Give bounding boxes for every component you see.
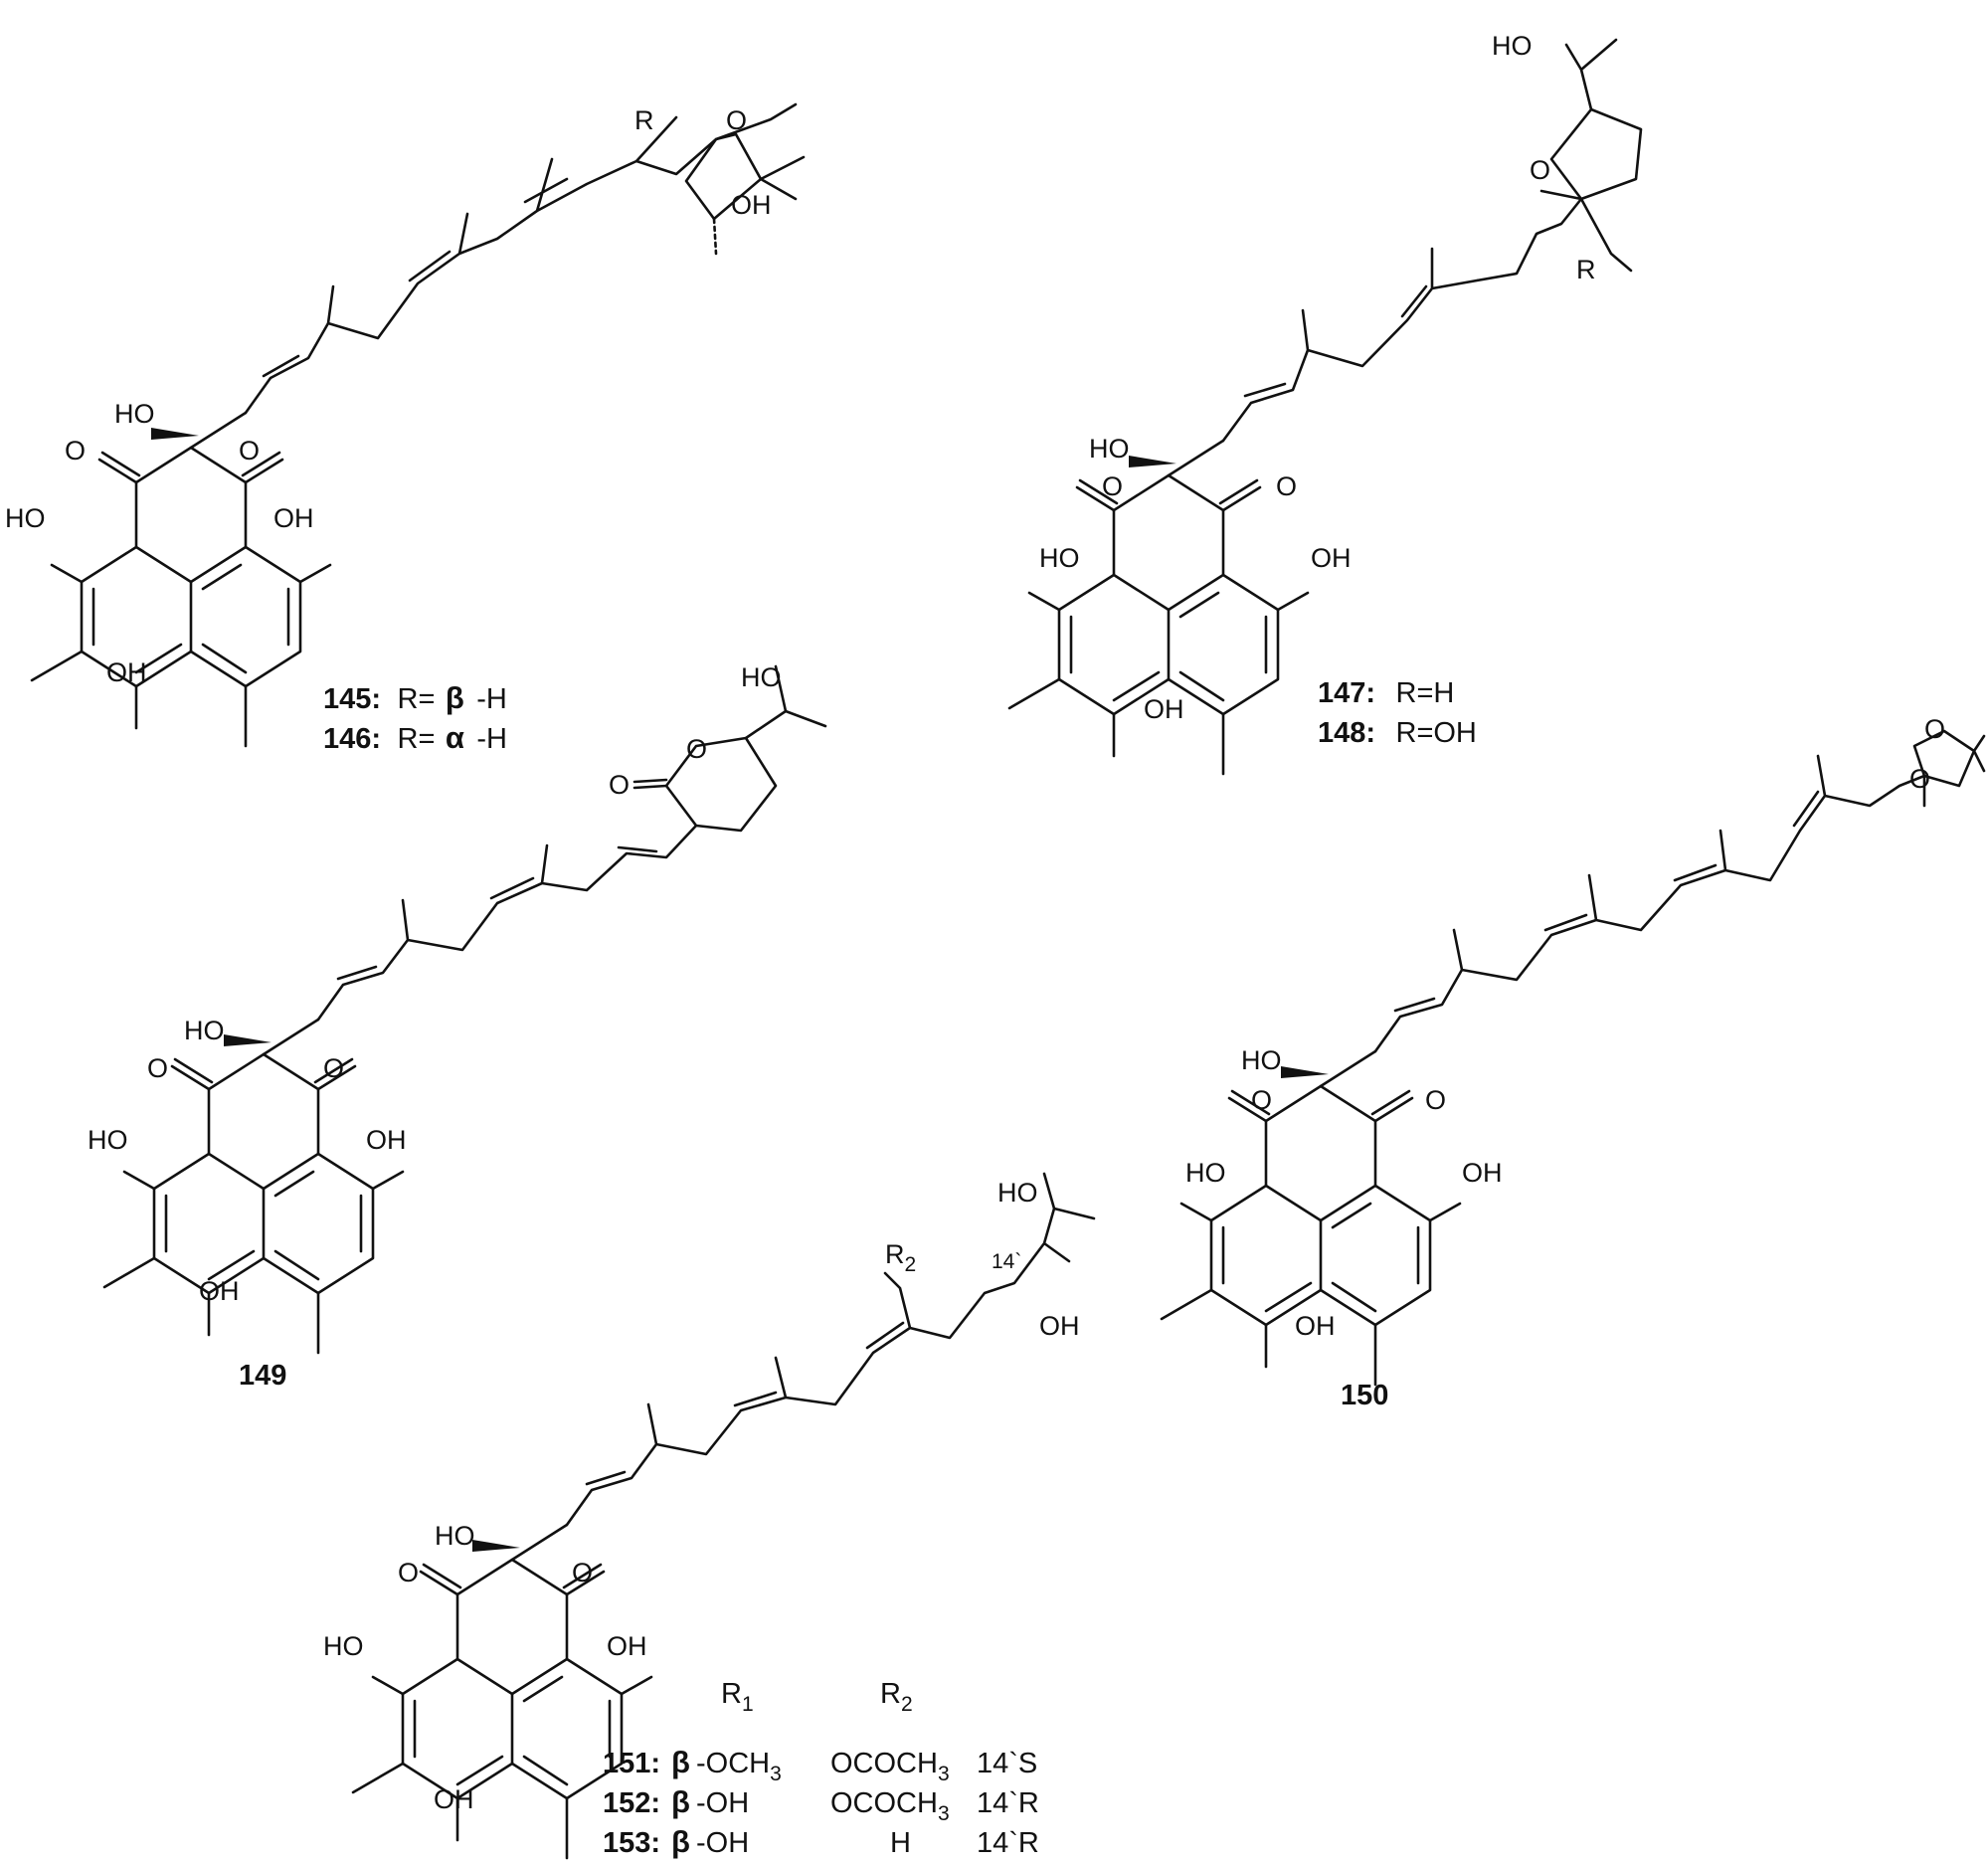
ring-oxygen-147: O [1530,155,1550,185]
aryl-oh-right-151: OH [607,1631,647,1661]
aryl-ho-left-151: HO [323,1631,364,1661]
r-label-147: R [1576,255,1596,284]
c2-hydroxyl-150: HO [1241,1045,1282,1075]
structure-149: O O HO HO O O HO OH OH 149 [88,662,827,1392]
c2-hydroxyl-145: HO [114,399,155,429]
compound-152-number: 152: [603,1787,660,1819]
compound-152-r2: OCOCH3 [830,1787,950,1825]
carbonyl-o-left-150: O [1251,1085,1272,1115]
r2-label-151: R2 [885,1239,916,1276]
lactone-carbonyl-o-149: O [609,770,630,800]
aryl-oh-right-147: OH [1311,543,1352,573]
table-header-r2: R2 [880,1678,913,1716]
compound-152-greek: β [671,1784,690,1819]
aryl-ho-left-150: HO [1185,1158,1226,1188]
dioxolane-o-bottom-150: O [1909,764,1930,794]
aryl-oh-right-149: OH [366,1125,407,1155]
compound-145-label: 145: R= β -H [323,680,507,715]
carbonyl-o-right-151: O [572,1558,593,1587]
aryl-oh-bottom-150: OH [1295,1311,1336,1341]
aryl-oh-bottom-149: OH [199,1276,240,1306]
carbonyl-o-left-145: O [65,436,86,466]
compound-153-number: 153: [603,1827,660,1859]
compound-151-config: 14`S [977,1748,1037,1779]
carbonyl-o-left-151: O [398,1558,419,1587]
c2-hydroxyl-149: HO [184,1016,225,1045]
tert-hydroxyl-149: HO [741,662,782,692]
table-row-151: 151: β -OCH3 OCOCH3 14`S [603,1745,1037,1785]
aryl-ho-left-147: HO [1039,543,1080,573]
compound-152-config: 14`R [977,1787,1039,1819]
locant-14-label: 14` [992,1250,1021,1273]
c14-hydroxyl-151: OH [1039,1311,1080,1341]
tert-hydroxyl-147: HO [1492,31,1533,61]
ring-oxygen-145: O [726,105,747,135]
compound-150-label: 150 [1341,1380,1388,1411]
structure-151-153: R2 14` HO OH HO O O HO OH OH R1 R2 151: … [323,1172,1096,1860]
table-header-r1: R1 [721,1678,754,1716]
table-row-153: 153: β -OH H 14`R [603,1824,1039,1859]
compound-148-label: 148: R=OH [1318,717,1477,749]
compound-153-r1: -OH [696,1827,749,1859]
r-label-145: R [634,105,654,135]
carbonyl-o-right-147: O [1276,471,1297,501]
carbonyl-o-right-145: O [239,436,260,466]
compound-151-greek: β [671,1745,690,1779]
compound-153-greek: β [671,1824,690,1859]
aryl-ho-left-145: HO [5,503,46,533]
structure-145-146: R O OH HO O O HO OH OH 145: R= β -H 146:… [5,102,806,755]
aryl-oh-right-150: OH [1462,1158,1503,1188]
c2-hydroxyl-151: HO [435,1521,475,1551]
aryl-oh-right-145: OH [273,503,314,533]
c2-hydroxyl-147: HO [1089,434,1130,464]
hydroxyl-145: OH [731,190,772,220]
structure-147-148: HO O R HO O O HO OH OH 147: R=H 148: R=O… [1007,31,1643,776]
compound-153-config: 14`R [977,1827,1039,1859]
table-row-152: 152: β -OH OCOCH3 14`R [603,1784,1039,1825]
structure-150: O O HO O O HO OH OH 150 [1160,714,1986,1411]
compound-149-label: 149 [239,1360,286,1392]
aryl-oh-bottom-147: OH [1144,694,1184,724]
carbonyl-o-right-149: O [323,1053,344,1083]
aryl-oh-bottom-151: OH [434,1784,474,1814]
carbonyl-o-left-149: O [147,1053,168,1083]
compound-151-r2: OCOCH3 [830,1748,950,1785]
compound-152-r1: -OH [696,1787,749,1819]
carbonyl-o-left-147: O [1102,471,1123,501]
compound-151-r1: -OCH3 [696,1748,782,1785]
dioxolane-o-top-150: O [1924,714,1945,744]
tert-hydroxyl-151: HO [997,1178,1038,1208]
compound-153-r2: H [890,1827,911,1859]
aryl-oh-bottom-145: OH [106,657,147,687]
compound-146-label: 146: R= α -H [323,720,507,755]
lactone-ring-o-149: O [686,734,707,764]
compound-147-label: 147: R=H [1318,677,1454,709]
aryl-ho-left-149: HO [88,1125,128,1155]
carbonyl-o-right-150: O [1425,1085,1446,1115]
compound-151-number: 151: [603,1748,660,1779]
